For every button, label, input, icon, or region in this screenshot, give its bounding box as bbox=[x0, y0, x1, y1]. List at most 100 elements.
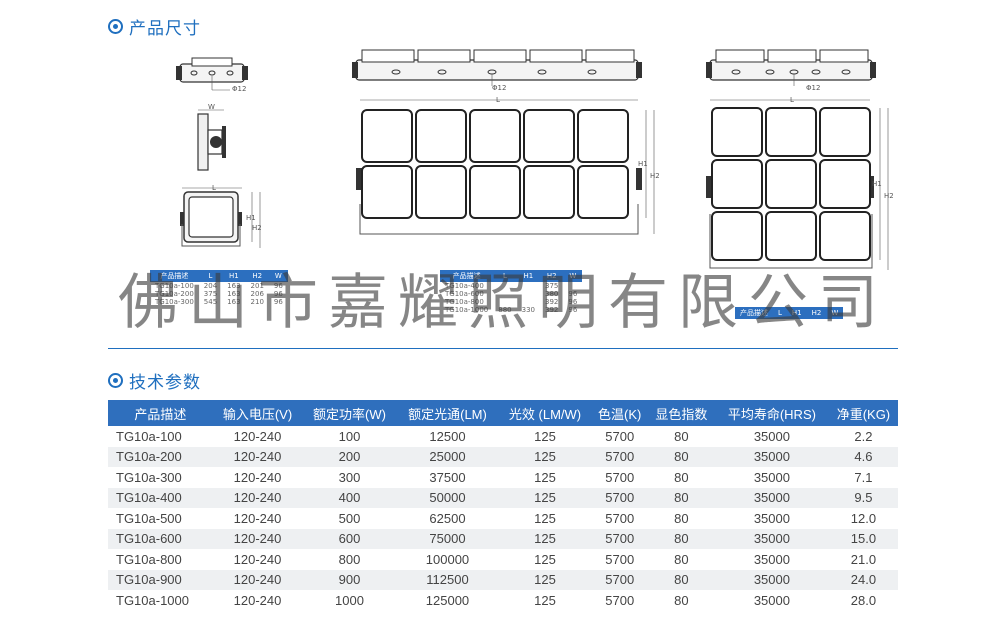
tech-spec-cell: 300 bbox=[338, 469, 361, 485]
l-label-small: L bbox=[212, 184, 216, 192]
tech-spec-cell: 5700 bbox=[591, 569, 648, 590]
tech-spec-cell: TG10a-200 bbox=[108, 446, 213, 467]
mini-medium-cell bbox=[517, 298, 540, 306]
mini-small-header-2: H1 bbox=[222, 270, 246, 282]
mini-small-header-3: H2 bbox=[245, 270, 269, 282]
mini-medium-cell bbox=[493, 290, 516, 298]
tech-spec-cell: 125 bbox=[498, 446, 592, 467]
tech-spec-header-8: 净重(KG) bbox=[828, 400, 898, 426]
medium-fixture-top-view bbox=[352, 49, 642, 86]
tech-spec-cell: 80 bbox=[647, 569, 715, 590]
tech-spec-cell: 62500 bbox=[429, 510, 466, 526]
tech-spec-header-7: 平均寿命(HRS) bbox=[714, 400, 829, 426]
tech-spec-cell: 120-240 bbox=[233, 592, 282, 608]
tech-spec-cell: 80 bbox=[674, 551, 689, 567]
mini-small-cell: TG10a-100 bbox=[155, 282, 194, 290]
mini-large-header-2: H1 bbox=[786, 307, 807, 319]
mini-small-cell: 210 bbox=[250, 298, 264, 306]
mini-small-cell: TG10a-300 bbox=[155, 298, 194, 306]
section-title-tech-text: 技术参数 bbox=[129, 373, 201, 393]
mini-medium-header-4: W bbox=[563, 270, 583, 282]
tech-spec-header-0: 产品描述 bbox=[108, 400, 213, 426]
tech-spec-cell: 80 bbox=[674, 592, 689, 608]
tech-spec-cell: 4.6 bbox=[828, 446, 898, 467]
mini-small-header-0: 产品描述 bbox=[150, 270, 199, 282]
small-fixture-side-view bbox=[197, 109, 226, 171]
mini-medium-cell bbox=[563, 282, 582, 290]
mini-medium-header-1: L bbox=[493, 270, 517, 282]
tech-spec-cell: 120-240 bbox=[233, 469, 282, 485]
mini-medium-cell: 96 bbox=[568, 290, 578, 298]
l-label-medium: L bbox=[496, 96, 500, 104]
tech-spec-cell: 5700 bbox=[591, 487, 648, 508]
mini-small-cell: 163 bbox=[227, 290, 241, 298]
circle-bullet-icon bbox=[108, 19, 123, 34]
tech-spec-cell: 100000 bbox=[425, 551, 470, 567]
tech-spec-cell: 9.5 bbox=[828, 487, 898, 508]
tech-spec-cell: 25000 bbox=[396, 446, 499, 467]
tech-spec-cell: 80 bbox=[674, 428, 689, 444]
tech-spec-cell: TG10a-300 bbox=[116, 469, 182, 485]
tech-spec-cell: 80 bbox=[674, 510, 689, 526]
mini-large-header-0: 产品描述 bbox=[735, 307, 773, 319]
tech-spec-cell: 5700 bbox=[605, 469, 635, 485]
tech-spec-table: 产品描述输入电压(V)额定功率(W)额定光通(LM)光效 (LM/W)色温(K)… bbox=[108, 400, 898, 611]
mini-small-cell: 201 bbox=[250, 282, 264, 290]
h1-label-medium: H1 bbox=[638, 160, 648, 168]
mini-medium-cell: 96 bbox=[568, 298, 578, 306]
tech-spec-cell: TG10a-500 bbox=[116, 510, 182, 526]
h2-label-small: H2 bbox=[252, 224, 262, 232]
tech-spec-cell: 500 bbox=[338, 510, 361, 526]
mini-large-header-1: L bbox=[773, 307, 787, 319]
tech-spec-cell: 400 bbox=[302, 487, 397, 508]
mini-small-cell: 96 bbox=[273, 290, 283, 298]
l-label-large: L bbox=[790, 96, 794, 104]
tech-spec-cell: 120-240 bbox=[212, 569, 303, 590]
mini-small-cell: 375 bbox=[203, 290, 218, 298]
mini-small-cell: 163 bbox=[227, 282, 241, 290]
tech-spec-cell: TG10a-100 bbox=[116, 428, 182, 444]
tech-spec-cell: 35000 bbox=[714, 569, 829, 590]
tech-spec-cell: 125 bbox=[498, 528, 592, 549]
large-fixture-front-view bbox=[706, 99, 889, 270]
tech-spec-cell: 800 bbox=[338, 551, 361, 567]
tech-spec-cell: 12500 bbox=[429, 428, 466, 444]
mini-medium-cell: 96 bbox=[568, 306, 578, 314]
tech-spec-cell: 125000 bbox=[425, 592, 470, 608]
section-title-dimensions: 产品尺寸 bbox=[108, 14, 201, 39]
tech-spec-cell: 80 bbox=[647, 487, 715, 508]
tech-spec-cell: 50000 bbox=[396, 487, 499, 508]
tech-spec-cell: 5700 bbox=[605, 428, 635, 444]
section-title-tech: 技术参数 bbox=[108, 368, 201, 393]
tech-spec-cell: 80 bbox=[647, 528, 715, 549]
tech-spec-cell: 112500 bbox=[396, 569, 499, 590]
tech-spec-cell: 37500 bbox=[429, 469, 466, 485]
tech-spec-cell: 80 bbox=[647, 446, 715, 467]
mini-medium-cell: 392 bbox=[545, 306, 559, 314]
tech-spec-cell: 125 bbox=[534, 510, 556, 526]
mini-medium-header-0: 产品描述 bbox=[440, 270, 494, 282]
tech-spec-cell: 24.0 bbox=[828, 569, 898, 590]
h1-label-large: H1 bbox=[872, 180, 882, 188]
mini-large-header-4: W bbox=[826, 307, 844, 319]
tech-spec-cell: 35000 bbox=[753, 428, 790, 444]
tech-spec-cell: 2.2 bbox=[854, 428, 873, 444]
tech-spec-cell: 5700 bbox=[605, 510, 635, 526]
h2-label-medium: H2 bbox=[650, 172, 660, 180]
mini-medium-cell: 880 bbox=[498, 306, 512, 314]
tech-spec-cell: 35000 bbox=[753, 551, 790, 567]
tech-spec-cell: 5700 bbox=[605, 592, 635, 608]
tech-spec-cell: 35000 bbox=[714, 487, 829, 508]
mini-medium-cell bbox=[493, 282, 516, 290]
